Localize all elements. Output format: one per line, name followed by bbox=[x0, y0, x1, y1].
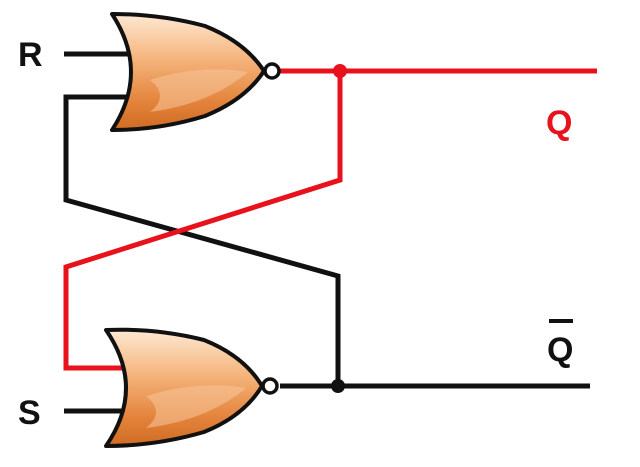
bottom-nor-gate bbox=[104, 327, 279, 448]
top-nor-gate-bubble bbox=[263, 62, 281, 80]
s-label: S bbox=[18, 394, 41, 432]
bottom-nor-gate-bubble bbox=[261, 377, 279, 395]
q-bar-label: Q bbox=[547, 331, 573, 369]
bottom-nor-gate-highlight bbox=[146, 385, 246, 428]
q-label: Q bbox=[546, 104, 572, 142]
top-nor-gate-highlight bbox=[150, 69, 248, 112]
q-bar-junction-dot bbox=[331, 379, 345, 393]
q-bar-feedback-wire bbox=[63, 94, 341, 386]
q-junction-dot bbox=[333, 64, 347, 78]
q-feedback-wire bbox=[63, 71, 343, 371]
top-nor-gate bbox=[110, 12, 281, 132]
r-label: R bbox=[18, 36, 43, 74]
